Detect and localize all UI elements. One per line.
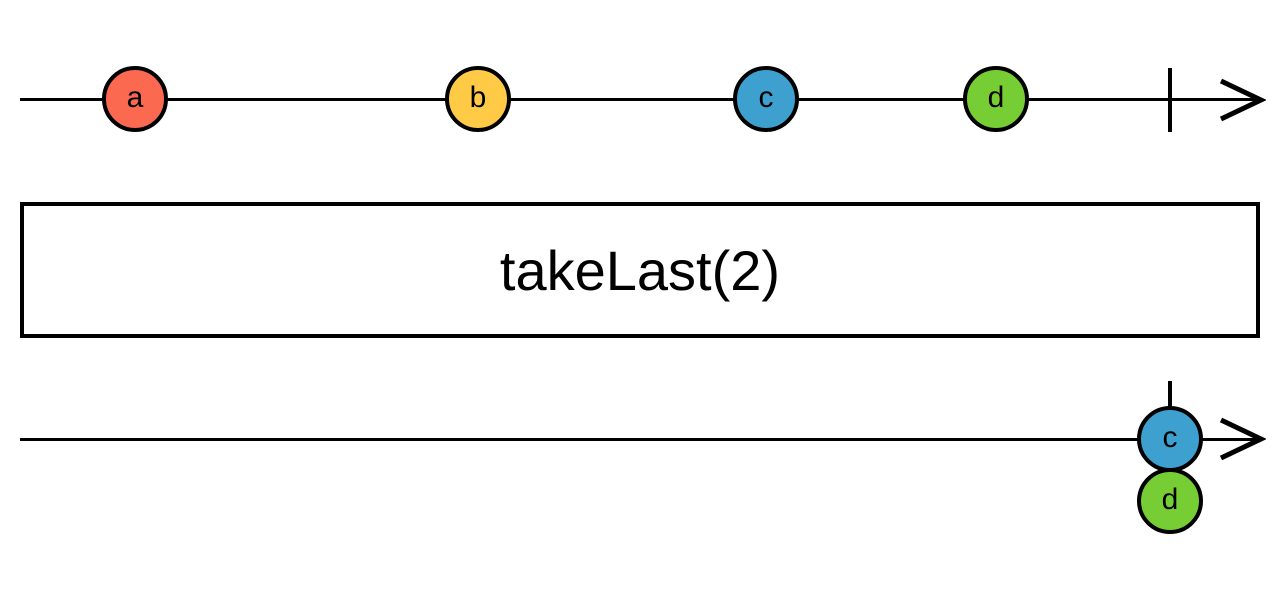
input-marble-b: b	[445, 66, 511, 132]
input-marble-d-label: d	[987, 81, 1005, 114]
output-marble-d: d	[1137, 468, 1203, 534]
input-complete-marker	[1168, 68, 1172, 132]
input-marble-d: d	[963, 66, 1029, 132]
input-marble-c-label: c	[758, 81, 774, 114]
output-marble-c: c	[1137, 406, 1203, 472]
operator-label: takeLast(2)	[499, 238, 781, 302]
input-marble-c: c	[733, 66, 799, 132]
input-marble-a: a	[102, 66, 168, 132]
operator-box: takeLast(2)	[20, 202, 1260, 338]
output-timeline-line	[20, 438, 1260, 441]
input-timeline-line	[20, 98, 1260, 101]
output-marble-d-label: d	[1161, 483, 1179, 516]
output-arrow-head-icon	[1219, 417, 1266, 461]
input-marble-b-label: b	[469, 81, 487, 114]
input-marble-a-label: a	[126, 81, 144, 114]
output-marble-c-label: c	[1162, 421, 1178, 454]
input-arrow-head-icon	[1219, 78, 1266, 122]
